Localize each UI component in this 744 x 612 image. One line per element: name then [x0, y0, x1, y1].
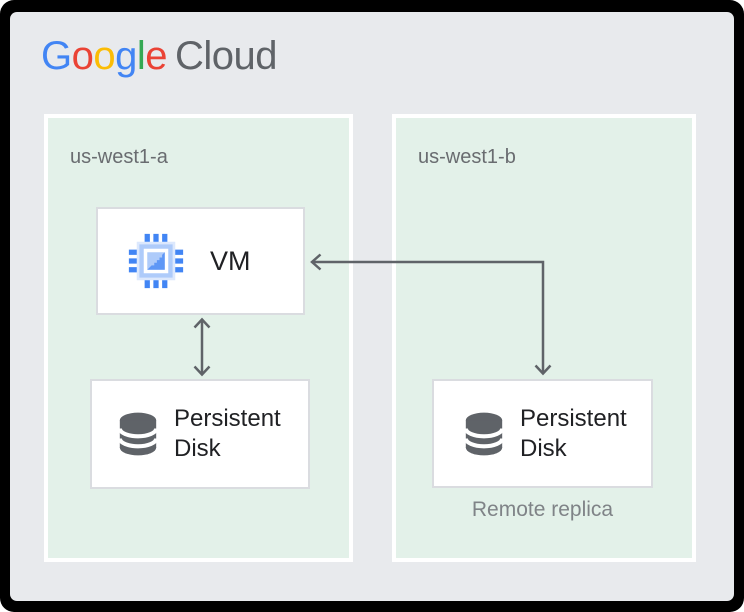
google-logo-letter: g	[115, 34, 137, 78]
google-logo-letter: G	[41, 34, 72, 78]
vm-node: VM	[96, 207, 305, 315]
persistent-disk-icon	[464, 412, 504, 455]
zone-us-west1-a: us-west1-a	[44, 114, 353, 562]
google-logo-letter: e	[145, 34, 168, 78]
persistent-disk-label: Persistent Disk	[520, 404, 627, 462]
vm-label: VM	[210, 245, 251, 276]
persistent-disk-node-remote: Persistent Disk	[432, 379, 653, 488]
google-logo-letter: l	[136, 34, 146, 78]
persistent-disk-icon	[118, 412, 158, 456]
google-logo-letter: o	[71, 34, 94, 78]
zone-us-west1-b: us-west1-b	[392, 114, 696, 562]
compute-engine-icon	[128, 233, 184, 289]
zone-label: us-west1-a	[70, 146, 168, 168]
google-logo-letter: o	[93, 34, 116, 78]
persistent-disk-node-local: Persistent Disk	[90, 379, 310, 489]
google-logo-cloud-text: Cloud	[175, 34, 278, 78]
remote-replica-caption: Remote replica	[471, 498, 614, 521]
persistent-disk-label: Persistent Disk	[174, 405, 281, 462]
zone-label: us-west1-b	[418, 146, 516, 168]
